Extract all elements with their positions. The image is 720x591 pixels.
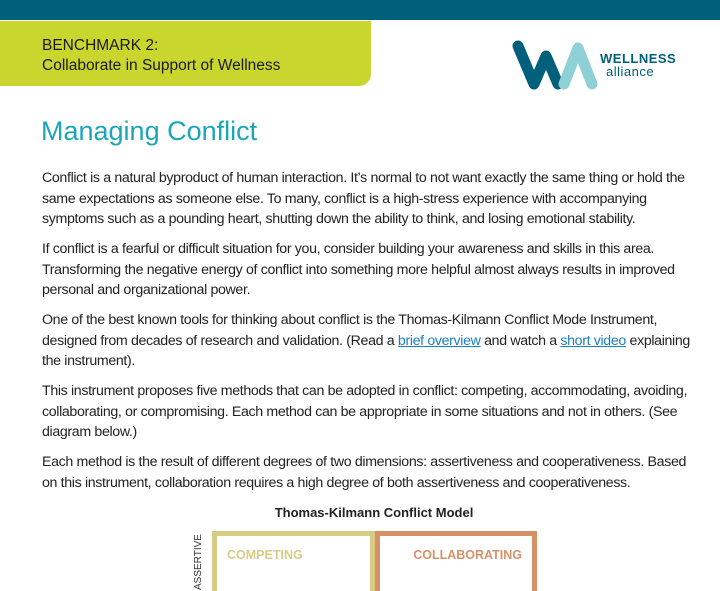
collaborating-box: COLLABORATING	[375, 531, 537, 591]
diagram-title: Thomas-Kilmann Conflict Model	[274, 505, 474, 520]
competing-box: COMPETING	[212, 531, 375, 591]
page-title: Managing Conflict	[41, 116, 258, 146]
axis-label-assertive: ASSERTIVE	[193, 534, 204, 590]
logo-alliance: alliance	[606, 64, 655, 79]
paragraph: Conflict is a natural byproduct of human…	[42, 170, 685, 227]
body-content: Conflict is a natural byproduct of human…	[42, 168, 690, 503]
wellness-alliance-logo: WELLNESS alliance	[512, 40, 682, 90]
paragraph: If conflict is a fearful or difficult si…	[42, 241, 675, 298]
benchmark-subtitle: Collaborate in Support of Wellness	[42, 57, 281, 74]
competing-label: COMPETING	[227, 548, 303, 562]
wa-logo-icon	[512, 40, 598, 90]
text: One of the best known tools for thinking…	[42, 312, 658, 349]
short-video-link[interactable]: short video	[560, 332, 626, 349]
paragraph: This instrument proposes five methods th…	[42, 383, 688, 440]
brief-overview-link[interactable]: brief overview	[397, 332, 481, 349]
text: and watch a	[480, 332, 561, 349]
benchmark-label: BENCHMARK 2:	[42, 37, 159, 54]
top-bar	[0, 0, 720, 20]
logo-wellness: WELLNESS	[600, 51, 677, 66]
paragraph: Each method is the result of different d…	[42, 454, 687, 491]
text: explaining the instrument).	[42, 332, 690, 370]
benchmark-banner: BENCHMARK 2: Collaborate in Support of W…	[0, 21, 371, 86]
paragraph-tk: One of the best known tools for thinking…	[42, 310, 690, 372]
collaborating-label: COLLABORATING	[413, 548, 522, 562]
